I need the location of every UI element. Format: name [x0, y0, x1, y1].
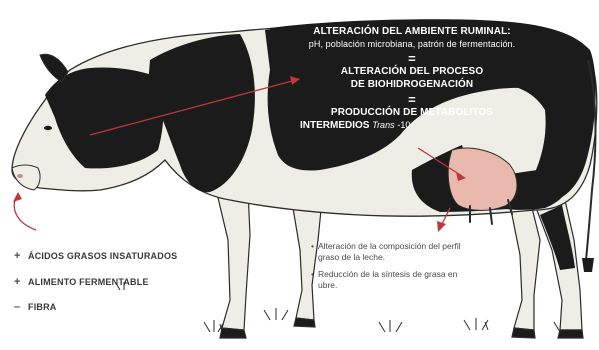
diet-label: ALIMENTO FERMENTABLE	[28, 277, 149, 287]
cow-ear	[39, 53, 69, 83]
cow-udder	[447, 147, 518, 211]
header-trans: Trans	[372, 120, 395, 130]
nostril-icon	[17, 174, 23, 178]
effect-text: Alteración de la composición del perfil …	[318, 241, 461, 262]
equals-sign-1: =	[408, 51, 416, 66]
bullet-icon: •	[311, 241, 314, 251]
cow-tail	[585, 59, 597, 261]
cow-eye	[44, 125, 52, 131]
effect-item: • Reducción de la síntesis de grasa en u…	[311, 269, 478, 291]
diet-label: FIBRA	[28, 302, 57, 312]
minus-icon: –	[14, 301, 21, 313]
bullet-icon: •	[311, 269, 314, 279]
cow-legs	[214, 184, 584, 339]
diet-label: ÁCIDOS GRASOS INSATURADOS	[28, 251, 178, 261]
header-line3a: PRODUCCIÓN DE METABOLITOS	[330, 107, 494, 118]
arrow-udder	[417, 147, 463, 177]
plus-icon: +	[14, 250, 21, 262]
header-line1-detail: pH, población microbiana, patrón de ferm…	[308, 39, 516, 49]
header-trans-num: -10	[397, 120, 411, 130]
header-line2b: DE BIOHIDROGENACIÓN	[350, 79, 474, 90]
diet-item: –FIBRA	[14, 301, 57, 313]
effect-item: • Alteración de la composición del perfi…	[311, 241, 478, 263]
header-line1: ALTERACIÓN DEL AMBIENTE RUMINAL:	[313, 26, 511, 37]
diet-item: + ÁCIDOS GRASOS INSATURADOS	[14, 250, 177, 262]
header-line3b-row: INTERMEDIOS Trans -10	[300, 120, 410, 131]
header-line3b: INTERMEDIOS	[300, 120, 370, 131]
cow-patches	[45, 19, 596, 270]
diet-item: + ALIMENTO FERMENTABLE	[14, 276, 149, 288]
equals-sign-2: =	[408, 92, 416, 107]
arrow-rumen	[89, 79, 297, 136]
plus-icon: +	[14, 276, 21, 288]
header-line2a: ALTERACIÓN DEL PROCESO	[340, 66, 484, 77]
effect-text: Reducción de la síntesis de grasa en ubr…	[318, 269, 458, 290]
cow-muzzle	[11, 164, 41, 191]
